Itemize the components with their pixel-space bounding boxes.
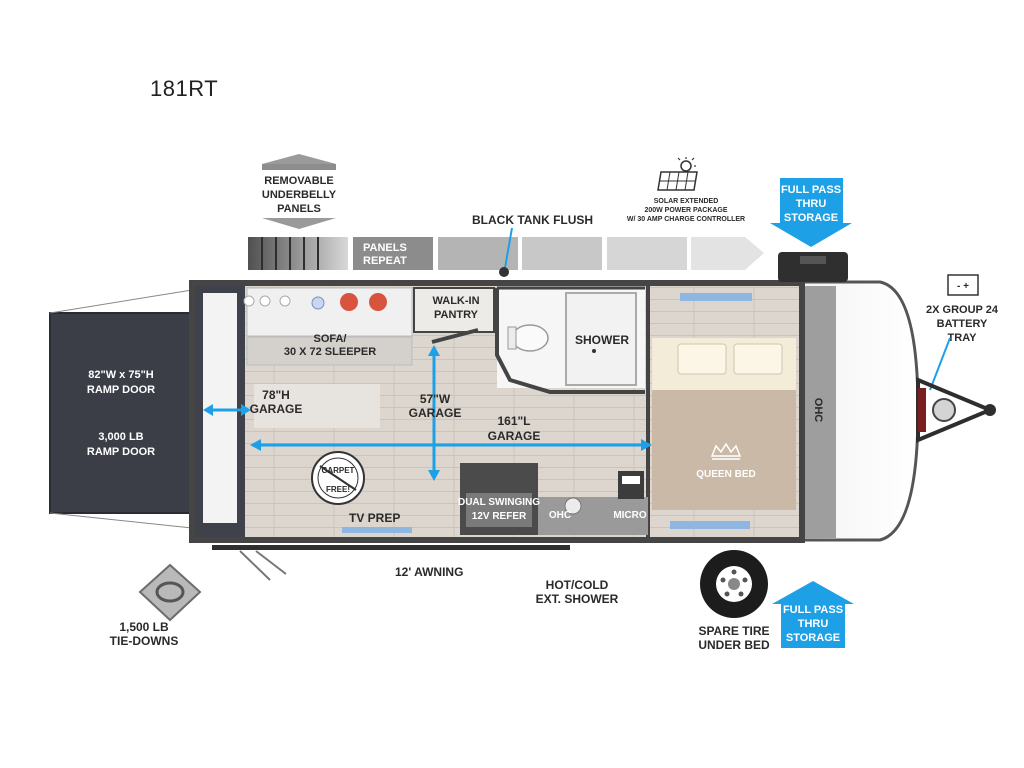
garage-length-label-2: GARAGE [488, 429, 541, 443]
solar-label: SOLAR EXTENDED [654, 198, 719, 205]
full-pass-bottom-label-2: THRU [798, 618, 829, 630]
ramp-door-weight-label: 3,000 LB [98, 431, 143, 443]
full-pass-bottom-label-3: STORAGE [786, 632, 840, 644]
solar-label-3: W/ 30 AMP CHARGE CONTROLLER [627, 216, 745, 223]
panels-repeat-label: PANELS [363, 242, 407, 254]
removable-underbelly-label-2: UNDERBELLY [262, 189, 337, 201]
tie-downs-label-2: TIE-DOWNS [110, 634, 179, 648]
full-pass-bottom-label: FULL PASS [783, 604, 843, 616]
shower-label: SHOWER [575, 333, 629, 347]
removable-underbelly-label: REMOVABLE [264, 175, 333, 187]
removable-underbelly-arrow-icon [262, 154, 336, 229]
hitch-tongue [916, 377, 996, 443]
front-storage-latch [800, 256, 826, 264]
battery-symbol-label: - + [957, 281, 969, 292]
spare-tire-label: SPARE TIRE [698, 624, 769, 638]
ramp-door-size-label: 82"W x 75"H [88, 369, 154, 381]
queen-bed-label: QUEEN BED [696, 469, 755, 480]
walk-in-pantry-label: WALK-IN [432, 295, 479, 307]
spare-tire-label-2: UNDER BED [698, 638, 770, 652]
tv-prep-window [342, 527, 412, 533]
ohc-galley-label: OHC [549, 510, 571, 521]
sofa-label: SOFA/ [313, 333, 346, 345]
refer-label-2: 12V REFER [472, 511, 527, 522]
full-pass-storage-bottom-arrow-icon [772, 581, 854, 648]
garage-dimension-arrows [203, 345, 652, 481]
ohc-front-label: OHC [812, 398, 824, 423]
black-tank-flush-icon [499, 267, 509, 277]
garage-width-label-2: GARAGE [409, 406, 462, 420]
black-tank-flush-leader [504, 227, 513, 269]
battery-label-3: TRAY [948, 332, 978, 344]
carpet-free-label-2: FREE! [326, 485, 350, 494]
sofa-sleeper [243, 287, 413, 366]
galley [460, 463, 648, 535]
battery-icon [947, 274, 979, 296]
tie-down-icon [138, 563, 202, 622]
tv-prep-label: TV PREP [349, 511, 400, 525]
battery-leader [929, 337, 951, 391]
full-pass-top-label-3: STORAGE [784, 212, 838, 224]
garage-length-label: 161"L [497, 414, 530, 428]
ramp-door-weight-label-2: RAMP DOOR [87, 446, 155, 458]
garage-height-label-2: GARAGE [250, 402, 303, 416]
crown-icon [710, 442, 742, 460]
garage-mat [254, 384, 380, 428]
awning-label: 12' AWNING [395, 565, 463, 579]
awning [212, 545, 570, 581]
garage-width-label: 57"W [420, 392, 451, 406]
underbelly-panels-strip [248, 237, 764, 270]
ramp-door [49, 289, 193, 529]
carpet-free-badge-icon [311, 451, 365, 505]
full-pass-top-label-2: THRU [796, 198, 827, 210]
spare-tire-icon [700, 550, 768, 618]
removable-underbelly-label-3: PANELS [277, 203, 321, 215]
micro-label: MICRO [613, 510, 647, 521]
refer-label: DUAL SWINGING [458, 497, 540, 508]
carpet-free-label: CARPET [322, 466, 355, 475]
full-pass-storage-top-arrow-icon [770, 178, 852, 247]
ext-shower-label: HOT/COLD [546, 578, 609, 592]
front-storage-box [778, 252, 848, 282]
bathroom [495, 286, 645, 394]
solar-label-2: 200W POWER PACKAGE [644, 207, 727, 214]
ramp-door-size-label-2: RAMP DOOR [87, 384, 155, 396]
solar-panel-icon [657, 157, 698, 191]
shower-drain-icon [592, 349, 596, 353]
black-tank-flush-label: BLACK TANK FLUSH [472, 213, 593, 227]
walk-in-pantry [413, 287, 495, 344]
tie-downs-label: 1,500 LB [119, 620, 169, 634]
battery-label: 2X GROUP 24 [926, 304, 999, 316]
walk-in-pantry-label-2: PANTRY [434, 309, 479, 321]
panels-repeat-label-2: REPEAT [363, 255, 407, 267]
garage-height-label: 78"H [262, 388, 290, 402]
bedroom [646, 286, 796, 538]
battery-label-2: BATTERY [937, 318, 988, 330]
full-pass-top-label: FULL PASS [781, 184, 841, 196]
model-title: 181RT [150, 76, 219, 101]
sofa-label-2: 30 X 72 SLEEPER [284, 346, 376, 358]
ext-shower-label-2: EXT. SHOWER [536, 592, 619, 606]
